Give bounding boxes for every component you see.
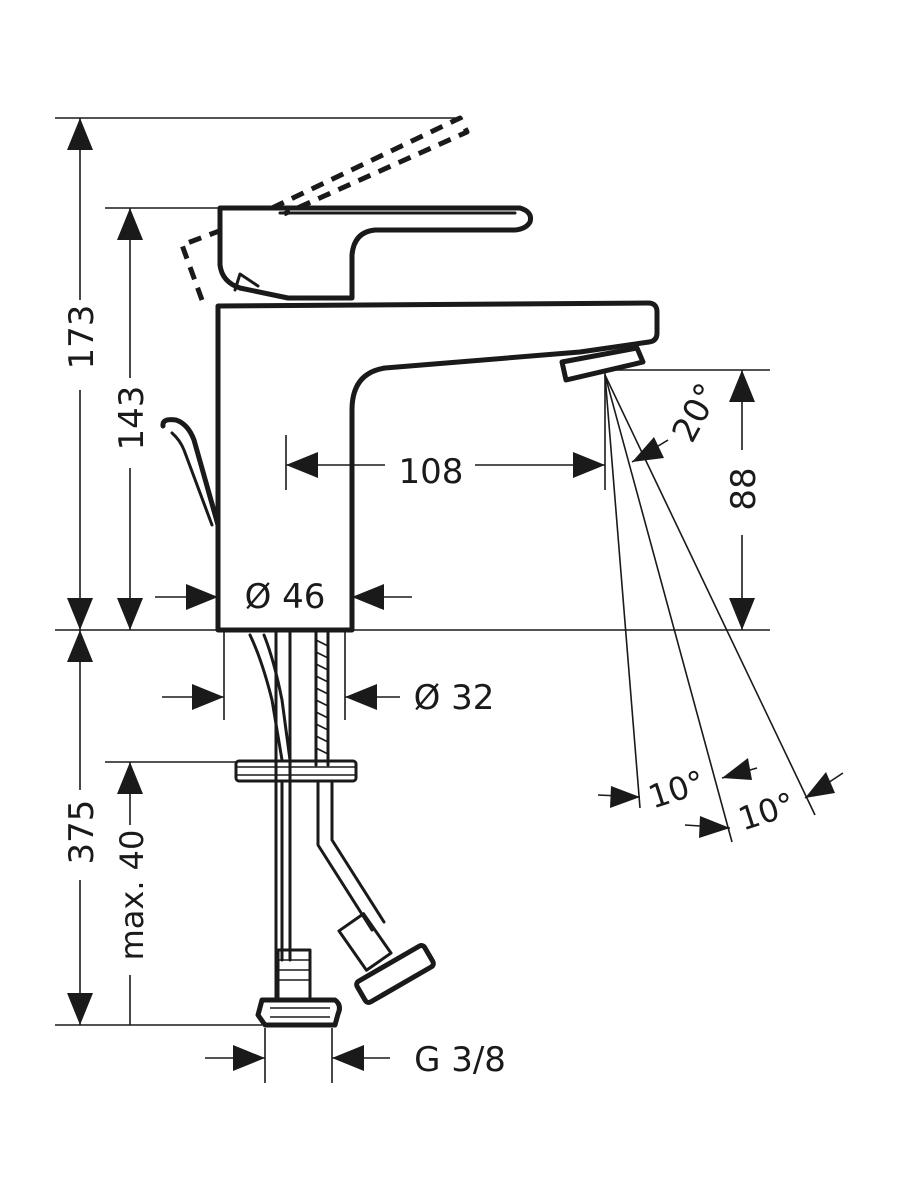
dim-10deg-b (684, 772, 844, 838)
dim-32 (162, 684, 400, 710)
mounting-nut (234, 759, 358, 783)
label-bg-143 (110, 378, 150, 468)
label-bg-88 (722, 450, 762, 535)
label-bg-173 (60, 300, 100, 390)
label-body-height: 143 (112, 386, 152, 451)
label-total-height: 173 (62, 305, 102, 370)
lever-handle (217, 205, 533, 301)
label-body-diameter: Ø 46 (245, 577, 326, 617)
extension-lines (55, 117, 770, 1083)
label-bg-max40 (110, 825, 150, 975)
dim-46 (155, 584, 412, 610)
threaded-shank (274, 630, 330, 1002)
label-spray-spread-1: 10° (644, 763, 710, 817)
pop-up-linkage (248, 633, 292, 762)
pop-up-rod (160, 417, 221, 528)
supply-hose-straight (255, 779, 342, 1028)
label-max-thickness: max. 40 (113, 830, 151, 961)
label-spray-angle: 20° (664, 377, 728, 449)
label-spray-spread-2: 10° (734, 785, 800, 839)
label-bg-375 (60, 790, 100, 880)
label-bg-108 (385, 440, 475, 490)
label-connection-thread: G 3/8 (414, 1040, 506, 1080)
dim-20deg (631, 437, 669, 463)
label-shank-diameter: Ø 32 (414, 678, 495, 718)
dim-g38 (205, 1045, 390, 1071)
label-spout-reach: 108 (399, 452, 464, 492)
supply-hose-angled (316, 779, 436, 1005)
label-spout-height: 88 (724, 467, 764, 510)
dim-10deg-a (597, 758, 758, 808)
faucet-body (215, 300, 660, 633)
spray-lines (604, 374, 816, 843)
label-below-counter: 375 (62, 800, 102, 865)
